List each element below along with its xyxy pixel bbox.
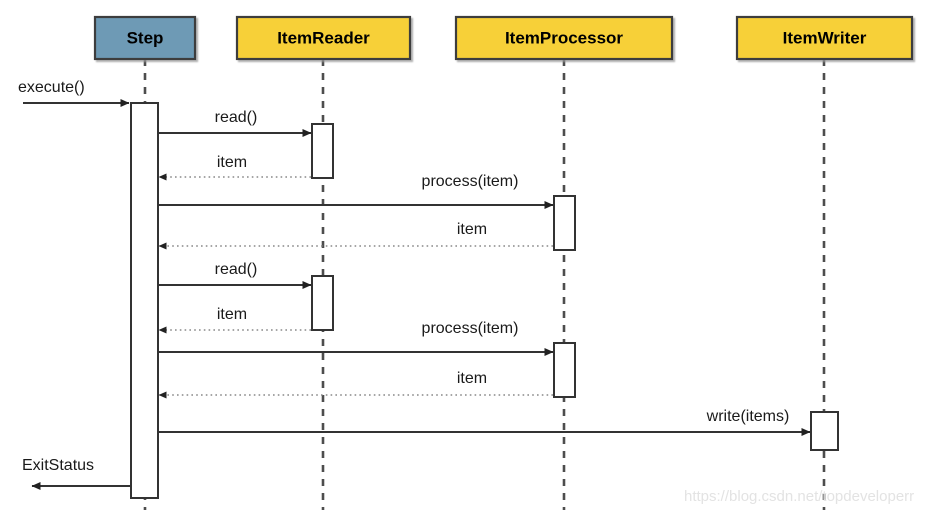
participant-box-itemprocessor[interactable] xyxy=(454,15,674,61)
watermark-layer: https://blog.csdn.net/topdeveloperr xyxy=(684,488,914,505)
activation-bar-itemreader xyxy=(311,123,334,179)
participant-label-step: Step xyxy=(127,28,164,47)
activation-bar-step xyxy=(130,102,159,499)
message-label-msg-execute: execute() xyxy=(18,79,85,96)
participants-layer: Step ItemReader ItemProcessor ItemWriter xyxy=(93,15,914,61)
watermark-text: https://blog.csdn.net/topdeveloperr xyxy=(684,488,914,505)
participant-itemprocessor[interactable]: ItemProcessor xyxy=(454,15,674,61)
messages-layer xyxy=(23,99,811,490)
labels-layer: execute() read() item process(item) item read… xyxy=(18,79,789,474)
participant-step[interactable]: Step xyxy=(93,15,197,61)
message-label-msg-read-2: read() xyxy=(215,261,258,278)
participant-itemreader[interactable]: ItemReader xyxy=(235,15,412,61)
message-label-msg-exitstatus: ExitStatus xyxy=(22,457,94,474)
message-label-msg-write: write(items) xyxy=(706,408,790,425)
message-label-msg-item-processor-1: item xyxy=(457,221,487,238)
message-label-msg-item-reader-2: item xyxy=(217,306,247,323)
activation-bar-itemprocessor xyxy=(553,342,576,398)
participant-label-itemwriter: ItemWriter xyxy=(783,28,867,47)
activation-bar-itemreader xyxy=(311,275,334,331)
message-label-msg-item-processor-2: item xyxy=(457,370,487,387)
activation-bar-itemprocessor xyxy=(553,195,576,251)
activations-layer xyxy=(130,102,839,499)
participant-box-itemwriter[interactable] xyxy=(735,15,914,61)
message-label-msg-process-1: process(item) xyxy=(422,173,519,190)
participant-label-itemreader: ItemReader xyxy=(277,28,370,47)
participant-box-step[interactable] xyxy=(93,15,197,61)
participant-box-itemreader[interactable] xyxy=(235,15,412,61)
activation-bar-itemwriter xyxy=(810,411,839,451)
message-label-msg-process-2: process(item) xyxy=(422,320,519,337)
participant-label-itemprocessor: ItemProcessor xyxy=(505,28,623,47)
participant-itemwriter[interactable]: ItemWriter xyxy=(735,15,914,61)
message-label-msg-item-reader-1: item xyxy=(217,154,247,171)
message-label-msg-read-1: read() xyxy=(215,109,258,126)
